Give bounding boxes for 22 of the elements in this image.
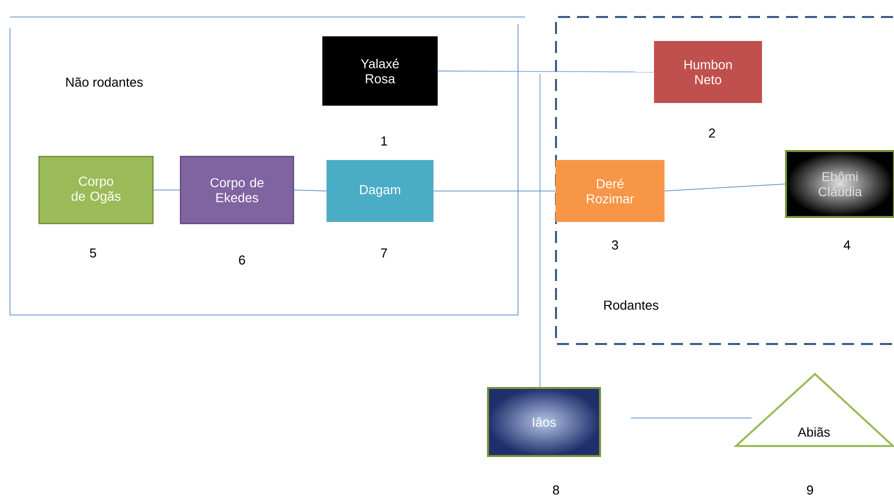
connector-line xyxy=(664,184,786,192)
process-box: Corpo de Ekedes xyxy=(180,156,294,224)
group-heading: Rodantes xyxy=(604,300,658,310)
process-box: Humbon Neto xyxy=(654,41,762,103)
callout-number: 5 xyxy=(90,248,96,258)
connector-line xyxy=(294,190,327,192)
process-box: Deré Rozimar xyxy=(556,160,664,222)
process-box: Iâos xyxy=(487,387,601,457)
process-box: Dagam xyxy=(326,160,434,222)
callout-number: 9 xyxy=(807,485,814,495)
connector-line xyxy=(433,190,556,192)
connector-line xyxy=(437,70,654,72)
callout-number: 4 xyxy=(844,240,850,250)
callout-number: 6 xyxy=(239,255,246,265)
group-heading: Não rodantes xyxy=(66,77,143,87)
process-box: Corpo de Ogãs xyxy=(38,156,154,224)
callout-number: 8 xyxy=(552,485,560,495)
callout-number: 3 xyxy=(612,240,618,250)
process-box: Yalaxé Rosa xyxy=(322,36,438,106)
callout-number: 7 xyxy=(381,248,387,258)
callout-number: 2 xyxy=(709,128,715,138)
callout-number: 1 xyxy=(381,136,387,146)
